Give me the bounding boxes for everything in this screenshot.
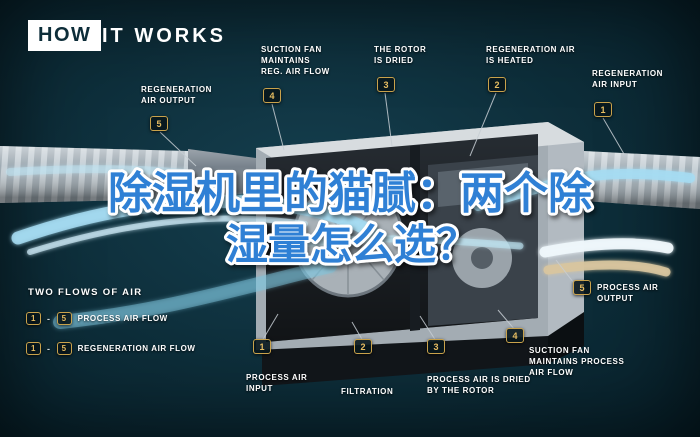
label-suction-fan-reg-air-flow: SUCTION FAN MAINTAINS REG. AIR FLOW xyxy=(261,45,330,77)
badge-regeneration-air-output: 5 xyxy=(150,116,168,131)
right-duct xyxy=(584,151,700,209)
legend-badge-regen-from: 1 xyxy=(26,342,41,355)
badge-filtration: 2 xyxy=(354,339,372,354)
legend-dash: - xyxy=(47,313,51,324)
badge-regeneration-air-is-heated: 2 xyxy=(488,77,506,92)
legend-row-process-air-flow: 1 - 5 PROCESS AIR FLOW xyxy=(26,312,168,325)
label-process-air-input: PROCESS AIR INPUT xyxy=(246,373,308,394)
legend-label-regeneration-air-flow: REGENERATION AIR FLOW xyxy=(77,344,196,353)
label-regeneration-air-is-heated: REGENERATION AIR IS HEATED xyxy=(486,45,576,66)
legend-label-process-air-flow: PROCESS AIR FLOW xyxy=(77,314,168,323)
legend-row-regeneration-air-flow: 1 - 5 REGENERATION AIR FLOW xyxy=(26,342,196,355)
legend-badge-process-from: 1 xyxy=(26,312,41,325)
badge-the-rotor-is-dried: 3 xyxy=(377,77,395,92)
legend-badge-regen-to: 5 xyxy=(56,342,72,355)
air-flow-ribbons xyxy=(6,165,695,329)
header-it-works: IT WORKS xyxy=(102,25,226,47)
legend-badge-process-to: 5 xyxy=(56,312,72,325)
label-suction-fan-process-air-flow: SUCTION FAN MAINTAINS PROCESS AIR FLOW xyxy=(529,346,625,378)
left-duct xyxy=(0,146,256,203)
label-process-air-output: PROCESS AIR OUTPUT xyxy=(597,283,659,304)
label-the-rotor-is-dried: THE ROTOR IS DRIED xyxy=(374,45,427,66)
label-process-air-is-dried: PROCESS AIR IS DRIED BY THE ROTOR xyxy=(427,375,531,396)
badge-process-air-is-dried: 3 xyxy=(427,339,445,354)
header-how: HOW xyxy=(28,20,102,51)
badge-suction-fan-reg-air-flow: 4 xyxy=(263,88,281,103)
badge-suction-fan-process-air-flow: 4 xyxy=(506,328,524,343)
badge-process-air-output: 5 xyxy=(573,280,591,295)
label-filtration: FILTRATION xyxy=(341,387,394,396)
label-regeneration-air-input: REGENERATION AIR INPUT xyxy=(592,69,664,90)
label-regeneration-air-output: REGENERATION AIR OUTPUT xyxy=(141,85,213,106)
legend-dash: - xyxy=(47,343,51,354)
leader-lines xyxy=(159,92,625,342)
legend-title-two-flows-of-air: TWO FLOWS OF AIR xyxy=(28,287,143,298)
badge-regeneration-air-input: 1 xyxy=(594,102,612,117)
badge-process-air-input: 1 xyxy=(253,339,271,354)
